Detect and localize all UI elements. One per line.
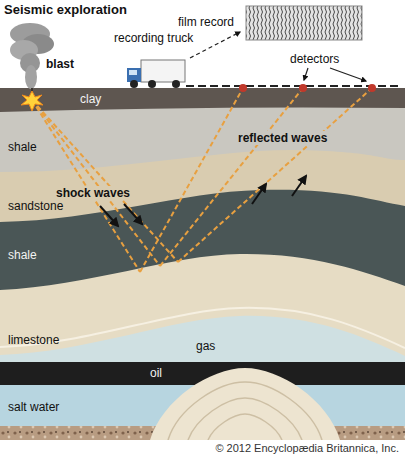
detector-label: detectors xyxy=(290,52,339,66)
reflected-arrow xyxy=(252,184,266,204)
detectors xyxy=(239,84,376,92)
shock-arrow xyxy=(124,204,142,224)
shock-wave-line xyxy=(32,100,140,272)
diagram-title: Seismic exploration xyxy=(4,2,127,18)
limestone-layer xyxy=(0,254,405,459)
layer-label: salt water xyxy=(8,400,59,414)
reflected-wave-line xyxy=(160,88,303,266)
white-margin xyxy=(0,440,405,459)
truck-window xyxy=(129,70,137,75)
detector xyxy=(239,84,247,92)
film-record-strip xyxy=(246,6,362,40)
truck-wheel xyxy=(130,80,138,88)
shock-wave-line xyxy=(32,100,160,266)
detector-leader xyxy=(330,68,366,81)
reflected-wave-line xyxy=(140,88,243,272)
dome-stripe xyxy=(208,414,282,440)
detector xyxy=(299,84,307,92)
dark-shale-layer xyxy=(0,190,405,459)
truck-wheel xyxy=(148,80,156,88)
truck-label: recording truck xyxy=(114,31,193,45)
blast-label: blast xyxy=(46,57,74,71)
dome-stripe xyxy=(168,382,322,440)
recording-truck xyxy=(127,60,185,88)
clay-layer xyxy=(0,88,405,459)
wave-label: reflected waves xyxy=(236,131,329,145)
gas-layer xyxy=(0,316,405,459)
wave-paths xyxy=(32,88,372,272)
salt-dome xyxy=(150,368,340,440)
rock-layers xyxy=(0,88,405,459)
layer-label: clay xyxy=(80,92,101,106)
explosion-burst xyxy=(21,91,43,111)
film-leader xyxy=(190,32,240,58)
direction-arrows xyxy=(100,176,306,226)
copyright-note: © 2012 Encyclopædia Britannica, Inc. xyxy=(215,442,399,455)
sandstone-layer xyxy=(0,150,405,459)
reflected-wave-line xyxy=(178,88,372,262)
film-label: film record xyxy=(178,15,234,29)
wave-label: shock waves xyxy=(54,186,132,200)
layer-label: limestone xyxy=(8,333,59,347)
dome-stripe xyxy=(188,398,302,440)
detector-leader xyxy=(304,68,308,80)
truck-wheel xyxy=(172,80,180,88)
reflected-arrow xyxy=(292,176,306,196)
truck-body xyxy=(141,60,185,82)
layer-label: sandstone xyxy=(8,199,63,213)
layer-label: shale xyxy=(8,140,37,154)
detector-cable xyxy=(186,85,400,87)
shock-arrow xyxy=(100,206,118,226)
layer-label: gas xyxy=(196,339,215,353)
smoke-puff xyxy=(25,65,37,89)
truck-cab xyxy=(127,68,141,82)
detector xyxy=(368,84,376,92)
layer-label: shale xyxy=(8,248,37,262)
layer-label: oil xyxy=(150,366,162,380)
shock-wave-line xyxy=(32,100,178,262)
